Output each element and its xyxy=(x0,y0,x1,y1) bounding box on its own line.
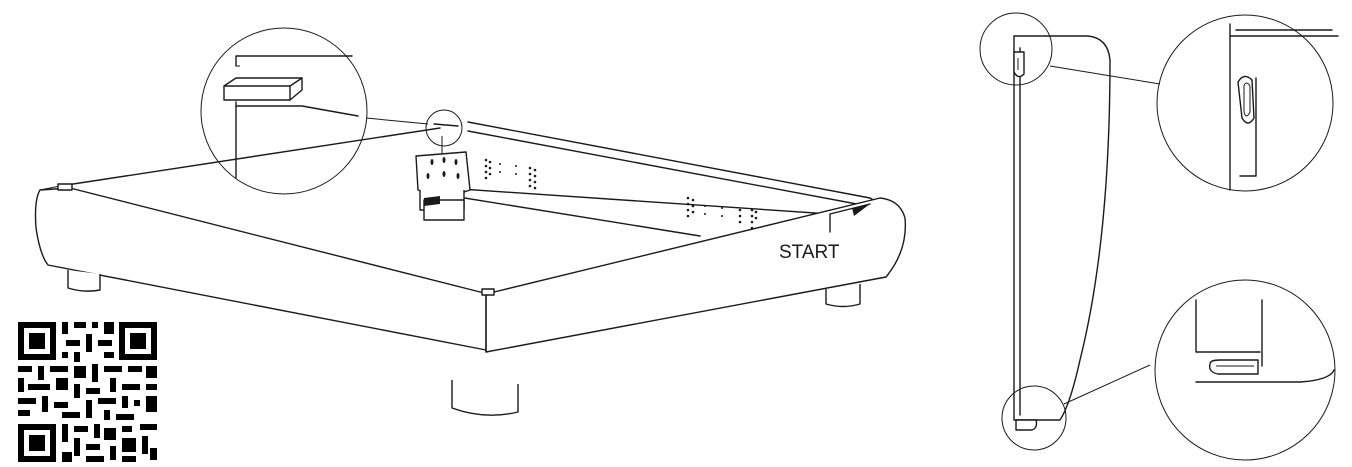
qr-code-icon xyxy=(18,322,157,462)
detail-circle-top-rail xyxy=(200,27,429,195)
detail-circle-bottom-clip xyxy=(1154,279,1336,461)
corner-bracket xyxy=(415,136,471,221)
detail-circle-top-clip xyxy=(1156,14,1339,192)
bed-frame: START xyxy=(34,109,907,416)
perforation-holes xyxy=(484,158,758,230)
detail-marker-bracket xyxy=(425,109,463,147)
start-label: START xyxy=(779,242,840,263)
fabric-cover-side-view xyxy=(979,12,1161,451)
